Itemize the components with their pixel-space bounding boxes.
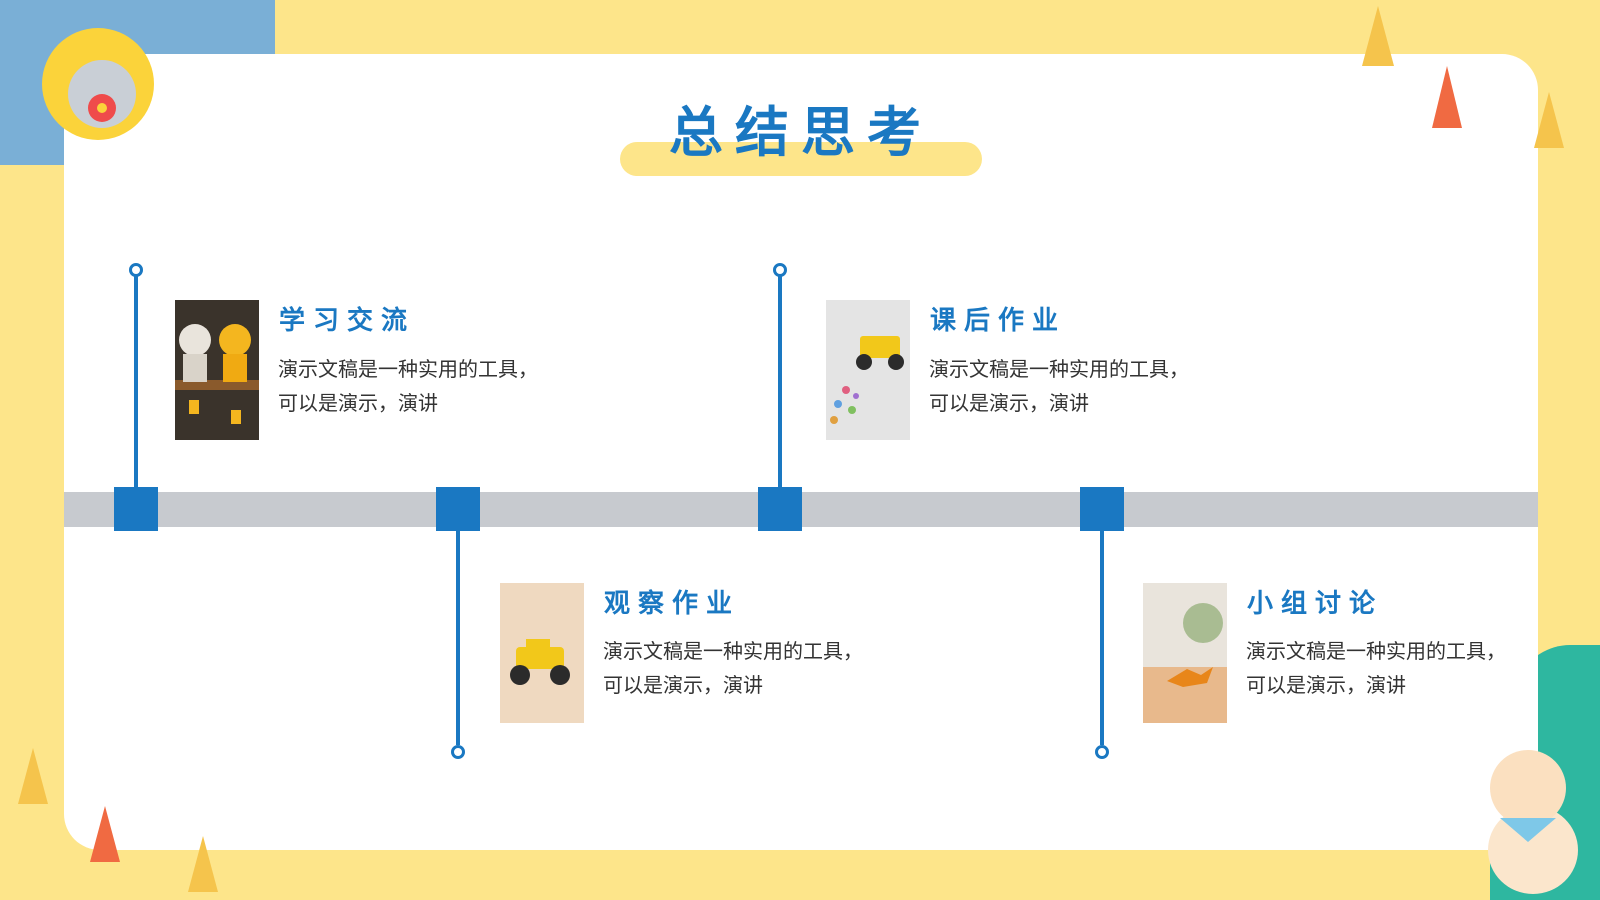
timeline-node <box>114 487 158 531</box>
title-highlight-bar <box>620 142 982 176</box>
cat-with-donut-illustration <box>28 24 168 164</box>
page-title: 总结思考 <box>669 101 933 164</box>
party-hat-icon <box>1430 66 1464 132</box>
timeline-node <box>1080 487 1124 531</box>
item-description: 演示文稿是一种实用的工具，可以是演示，演讲 <box>603 639 863 697</box>
item-description: 演示文稿是一种实用的工具，可以是演示，演讲 <box>278 357 538 415</box>
party-hat-icon <box>16 748 50 808</box>
timeline-node <box>436 487 480 531</box>
orange-toy-dinosaur-photo <box>1143 583 1227 723</box>
timeline-stem <box>1100 529 1104 745</box>
timeline-stem <box>778 274 782 489</box>
item-description: 演示文稿是一种实用的工具，可以是演示，演讲 <box>929 357 1189 415</box>
stem-end-dot <box>773 263 787 277</box>
item-heading: 课后作业 <box>930 306 1067 336</box>
item-heading: 小组讨论 <box>1247 589 1384 619</box>
stem-end-dot <box>1095 745 1109 759</box>
item-heading: 学习交流 <box>279 306 416 336</box>
content-card <box>64 54 1538 850</box>
stem-end-dot <box>129 263 143 277</box>
puppy-with-bandana-illustration <box>1478 740 1588 895</box>
toy-truck-with-confetti-photo <box>826 300 910 440</box>
timeline-stem <box>134 274 138 489</box>
item-description: 演示文稿是一种实用的工具，可以是演示，演讲 <box>1246 639 1506 697</box>
title-block: 总结思考 <box>620 96 982 178</box>
party-hat-icon <box>88 806 122 866</box>
toy-figures-on-bench-photo <box>175 300 259 440</box>
stem-end-dot <box>451 745 465 759</box>
timeline-stem <box>456 529 460 745</box>
item-heading: 观察作业 <box>604 589 741 619</box>
yellow-toy-truck-photo <box>500 583 584 723</box>
party-hat-icon <box>1532 92 1566 152</box>
timeline-node <box>758 487 802 531</box>
party-hat-icon <box>186 836 220 896</box>
party-hat-icon <box>1360 6 1396 72</box>
